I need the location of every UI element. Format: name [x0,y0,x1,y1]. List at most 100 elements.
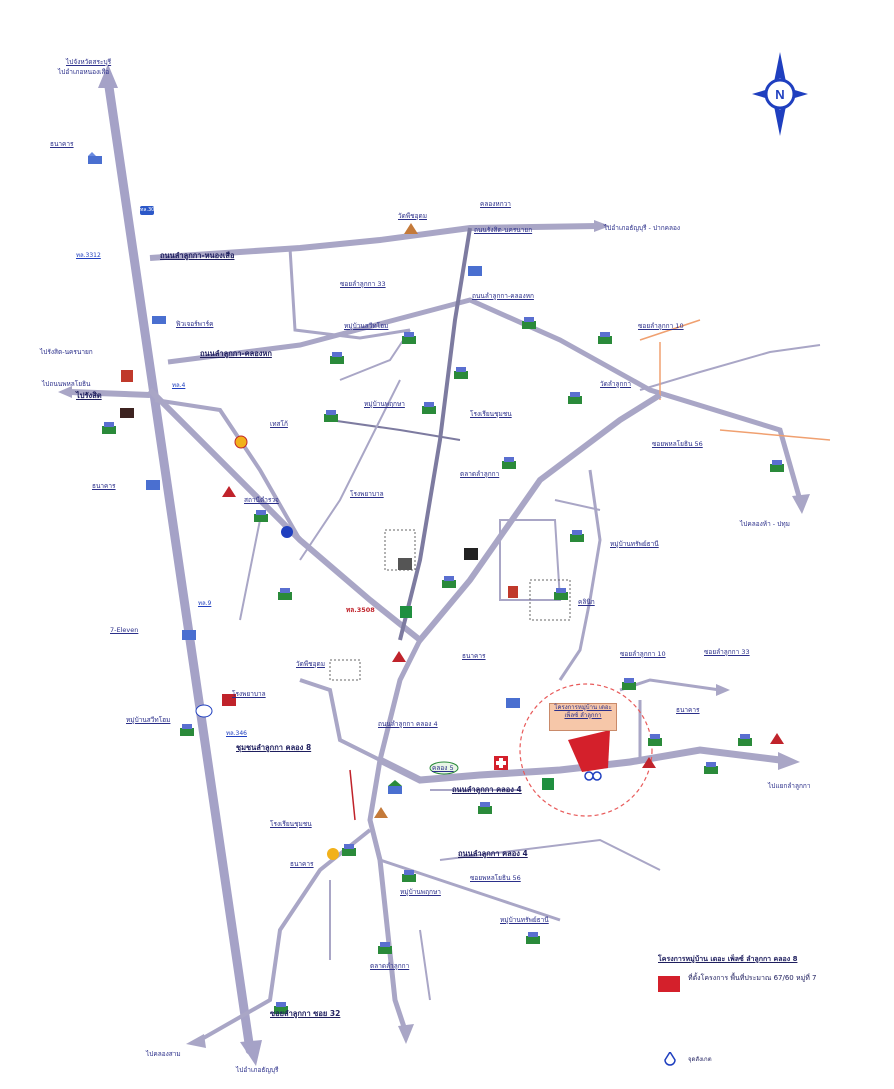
village-icon [648,734,662,746]
road-lamlukka-nongsuea: ถนนลำลูกกา-หนองเสือ [160,251,235,260]
label-school: โรงเรียนชุมชน [470,410,512,418]
temple-icon [404,223,418,234]
label-soi-east-2: ซอยลำลูกกา 33 [704,648,750,656]
bank-coin-icon [327,848,339,860]
village-icon [554,588,568,600]
label-red-hwy: ทล.3508 [346,606,375,614]
legend-project-swatch [658,976,680,992]
label-bank-east: ธนาคาร [676,706,700,714]
temple-icon [222,486,236,497]
building-icon [121,370,133,382]
bank-icon [182,630,196,640]
label-soi56: ซอยพหลโยธิน 56 [652,440,703,448]
arrow-south-icon [240,1040,262,1066]
village-icon [570,530,584,542]
label-road-south: ถนนลำลูกกา คลอง 4 [378,720,438,728]
location-pin-icon [584,771,602,781]
village-icon [478,802,492,814]
village-icon [526,932,540,944]
label-soi10: ซอยลำลูกกา 10 [638,322,684,330]
label-hospital-west: โรงพยาบาล [232,690,266,698]
label-village-sweet: หมู่บ้านสวีทโฮม [344,322,389,330]
label-market-south: ตลาดลำลูกกา [370,962,410,970]
label-future-park: ฟิวเจอร์พาร์ค [176,320,214,328]
factory-icon [152,316,166,324]
village-icon [278,588,292,600]
village-icon [378,942,392,954]
label-north-nongsuea: ไปอำเภอหนองเสือ [58,68,110,76]
hwy-label-3312: ทล.3312 [76,252,101,259]
village-icon [442,576,456,588]
label-village-south-2: หมู่บ้านทรัพย์ธานี [500,916,549,924]
label-village-west: หมู่บ้านสวีทโฮม [126,716,171,724]
village-icon [454,367,468,379]
hwy-label-9: ทล.9 [198,600,212,607]
bank-icon [506,698,520,708]
label-east-top-exit: ไปอำเภอธัญบุรี - ปากคลอง [604,224,681,232]
village-icon [402,870,416,882]
highway-shield-icon [195,704,213,718]
svg-text:N: N [775,87,784,102]
police-icon [281,526,293,538]
label-temple-top: วัดพืชอุดม [398,212,427,220]
label-bank-west: ธนาคาร [92,482,116,490]
label-bank-mid: ธนาคาร [462,652,486,660]
label-road-south-3: ถนนลำลูกกา คลอง 4 [458,849,528,858]
village-icon [422,402,436,414]
village-icon [274,1002,288,1014]
village-icon [342,844,356,856]
label-hospital: โรงพยาบาล [350,490,384,498]
label-factory: ธนาคาร [50,140,74,148]
main-highway [103,75,255,1055]
hwy-label-4: ทล.4 [172,382,186,389]
label-road-bottom: ซอยลำลูกกา ซอย 32 [270,1009,341,1018]
label-police: สถานีตำรวจ [244,496,279,504]
village-icon [704,762,718,774]
temple-icon [642,757,656,768]
label-soi-east: ซอยลำลูกกา 10 [620,650,666,658]
compass-rose-icon: N [752,52,808,136]
label-soi: ซอยลำลูกกา 33 [340,280,386,288]
label-tesco: เทสโก้ [270,420,288,428]
village-icon [102,422,116,434]
label-village-south: หมู่บ้านพฤกษา [400,888,441,896]
hwy-label-346: ทล.346 [226,730,247,737]
arrow-north-icon [98,64,118,88]
legend-project-text: ที่ตั้งโครงการ พื้นที่ประมาณ 67/60 หมู่ท… [688,974,817,982]
label-east-exit: ไปแยกลำลูกกา [768,782,811,790]
school-icon [388,780,402,794]
bank-icon [146,480,160,490]
label-west-exit-2: ไปถนนพหลโยธิน [42,380,91,388]
factory-icon [88,152,102,164]
gas-station-icon [234,435,248,449]
label-road-south-2: ถนนลำลูกกา คลอง 4 [452,785,522,794]
label-soi-green: คลอง 5 [432,764,454,772]
village-icon [522,317,536,329]
village-icon [324,410,338,422]
village-icon [770,460,784,472]
temple-icon [392,651,406,662]
project-name-box[interactable]: โครงการหมู่บ้าน เดอะ เพ็ลซ์ ลำลูกกา [549,703,617,731]
label-bottom-left: ไปคลองสาม [146,1050,181,1058]
village-icon [254,510,268,522]
label-temple-mid: วัดพืชอุดม [296,660,325,668]
label-road-rangsit: ถนนรังสิต-นครนายก [474,226,533,234]
village-icon [622,678,636,690]
location-pin-icon [664,1052,676,1066]
bank-icon [468,266,482,276]
label-village-right: หมู่บ้านทรัพย์ธานี [610,540,659,548]
building-icon [464,548,478,560]
label-north-saraburi: ไปจังหวัดสระบุรี [66,58,112,66]
label-west-exit-1: ไปรังสิต-นครนายก [40,348,93,356]
village-icon [402,332,416,344]
map-legend: โครงการหมู่บ้าน เดอะ เพ็ลซ์ ลำลูกกา คลอง… [658,954,858,1066]
label-wat-right: วัดลำลูกกา [600,380,632,388]
label-village-center: หมู่บ้านพฤกษา [364,400,405,408]
village-icon [180,724,194,736]
legend-title: โครงการหมู่บ้าน เดอะ เพ็ลซ์ ลำลูกกา คลอง… [658,955,798,963]
hwy-badge-305: ทล.305 [140,206,158,215]
label-school-south: โรงเรียนชุมชน [270,820,312,828]
village-icon [502,457,516,469]
label-clinic: คลินิก [578,598,595,606]
